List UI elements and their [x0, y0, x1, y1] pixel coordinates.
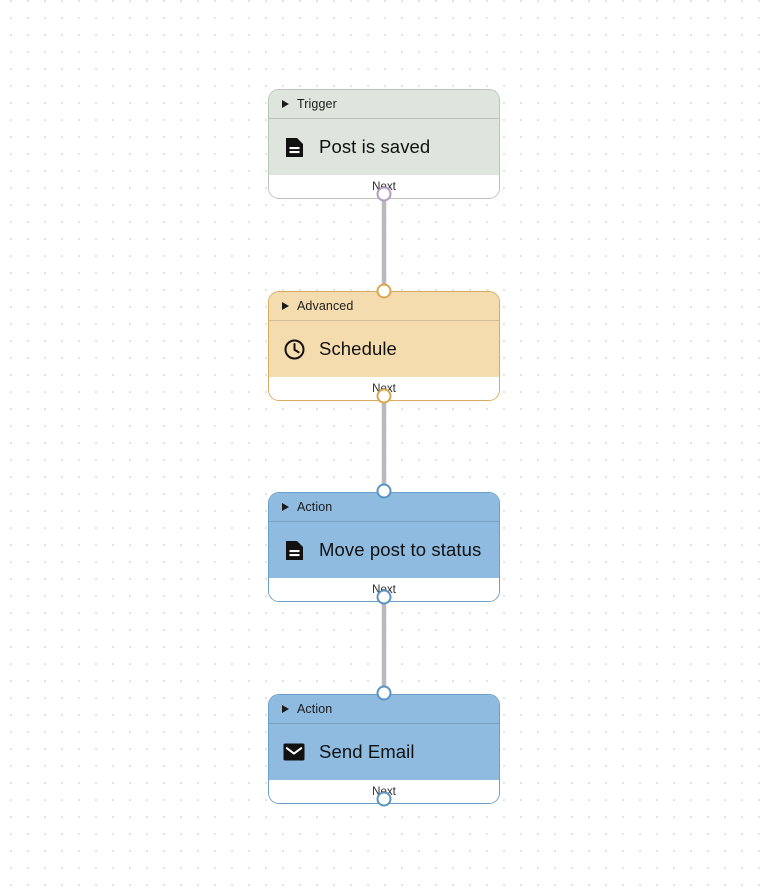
node-title: Schedule	[319, 338, 397, 359]
document-icon	[283, 136, 305, 158]
node-category-label: Advanced	[297, 299, 354, 313]
node-title: Move post to status	[319, 539, 482, 560]
port-advanced-out[interactable]	[376, 388, 392, 404]
caret-right-icon[interactable]	[282, 302, 289, 310]
port-trigger-out[interactable]	[376, 186, 392, 202]
node-category-label: Action	[297, 500, 333, 514]
envelope-icon	[283, 741, 305, 763]
caret-right-icon[interactable]	[282, 705, 289, 713]
node-category-label: Trigger	[297, 97, 337, 111]
workflow-node-action-send-email[interactable]: Action Send Email Next	[268, 694, 500, 804]
node-body-trigger[interactable]: Post is saved	[269, 119, 499, 175]
port-advanced-in[interactable]	[376, 283, 392, 299]
caret-right-icon[interactable]	[282, 503, 289, 511]
port-action1-out[interactable]	[376, 589, 392, 605]
caret-right-icon[interactable]	[282, 100, 289, 108]
workflow-node-trigger-post-is-saved[interactable]: Trigger Post is saved Next	[268, 89, 500, 199]
port-action2-in[interactable]	[376, 685, 392, 701]
node-header-trigger[interactable]: Trigger	[269, 90, 499, 119]
port-action2-out[interactable]	[376, 791, 392, 807]
node-body-action-send-email[interactable]: Send Email	[269, 724, 499, 780]
node-title: Post is saved	[319, 136, 431, 157]
node-category-label: Action	[297, 702, 333, 716]
node-body-action-move-post[interactable]: Move post to status	[269, 522, 499, 578]
workflow-node-advanced-schedule[interactable]: Advanced Schedule Next	[268, 291, 500, 401]
port-action1-in[interactable]	[376, 483, 392, 499]
clock-icon	[283, 338, 305, 360]
document-icon	[283, 539, 305, 561]
node-header-advanced[interactable]: Advanced	[269, 292, 499, 321]
node-body-advanced[interactable]: Schedule	[269, 321, 499, 377]
workflow-node-action-move-post-to-status[interactable]: Action Move post to status Next	[268, 492, 500, 602]
node-title: Send Email	[319, 741, 415, 762]
